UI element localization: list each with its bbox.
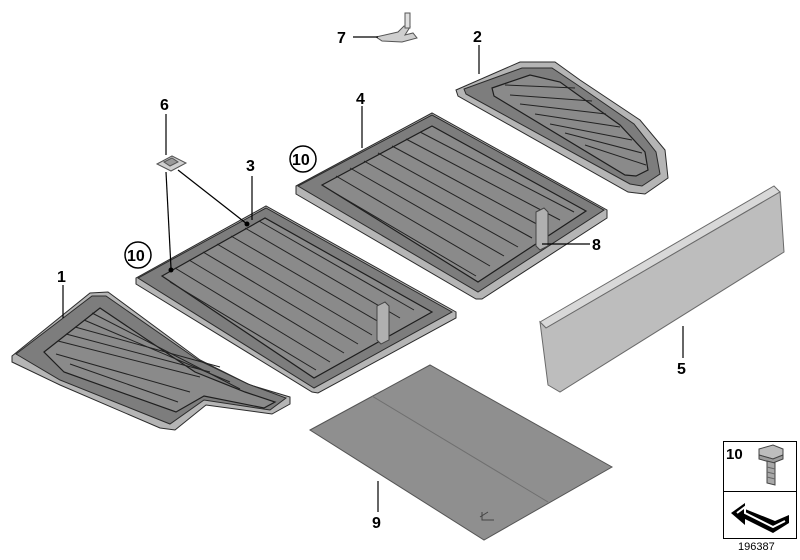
part-10-callout-circle <box>124 241 152 269</box>
label-part-6: 6 <box>160 97 169 114</box>
label-part-10-upper: 10 <box>292 152 310 169</box>
label-part-10-lower: 10 <box>127 248 145 265</box>
bolt-icon <box>758 444 784 486</box>
label-part-8: 8 <box>592 237 601 254</box>
label-part-9: 9 <box>372 515 381 532</box>
part-6-clip <box>155 155 188 172</box>
diagram-number: 196387 <box>738 541 775 553</box>
part-2-slats <box>504 84 647 166</box>
part-1-side-panel <box>11 291 291 431</box>
part-10-callout-circle <box>289 145 317 173</box>
label-part-2: 2 <box>473 29 482 46</box>
part-2-side-panel <box>455 61 669 195</box>
label-part-3: 3 <box>246 158 255 175</box>
label-part-5: 5 <box>677 361 686 378</box>
part-3-handle <box>376 301 390 345</box>
label-part-1: 1 <box>57 269 66 286</box>
legend-graphic: 10 <box>723 441 797 539</box>
label-part-4: 4 <box>356 91 365 108</box>
part-10-fastener-point <box>168 267 174 273</box>
parts-legend-box: 10 <box>723 441 797 539</box>
part-3-floor-panel <box>135 205 457 394</box>
mat-logo-icon <box>479 511 494 521</box>
leader-lines <box>62 36 684 512</box>
part-4-floor-panel <box>295 112 608 300</box>
part-4-handle <box>535 207 549 251</box>
legend-item-number: 10 <box>726 446 743 463</box>
direction-arrow-icon <box>731 503 789 533</box>
label-part-7: 7 <box>337 30 346 47</box>
part-5-trim-strip <box>539 185 785 393</box>
part-9-floor-mat <box>309 364 614 541</box>
part-1-slats <box>55 312 241 403</box>
part-3-slats <box>169 220 415 371</box>
part-7-bracket <box>374 12 418 43</box>
part-4-slats <box>329 131 575 277</box>
